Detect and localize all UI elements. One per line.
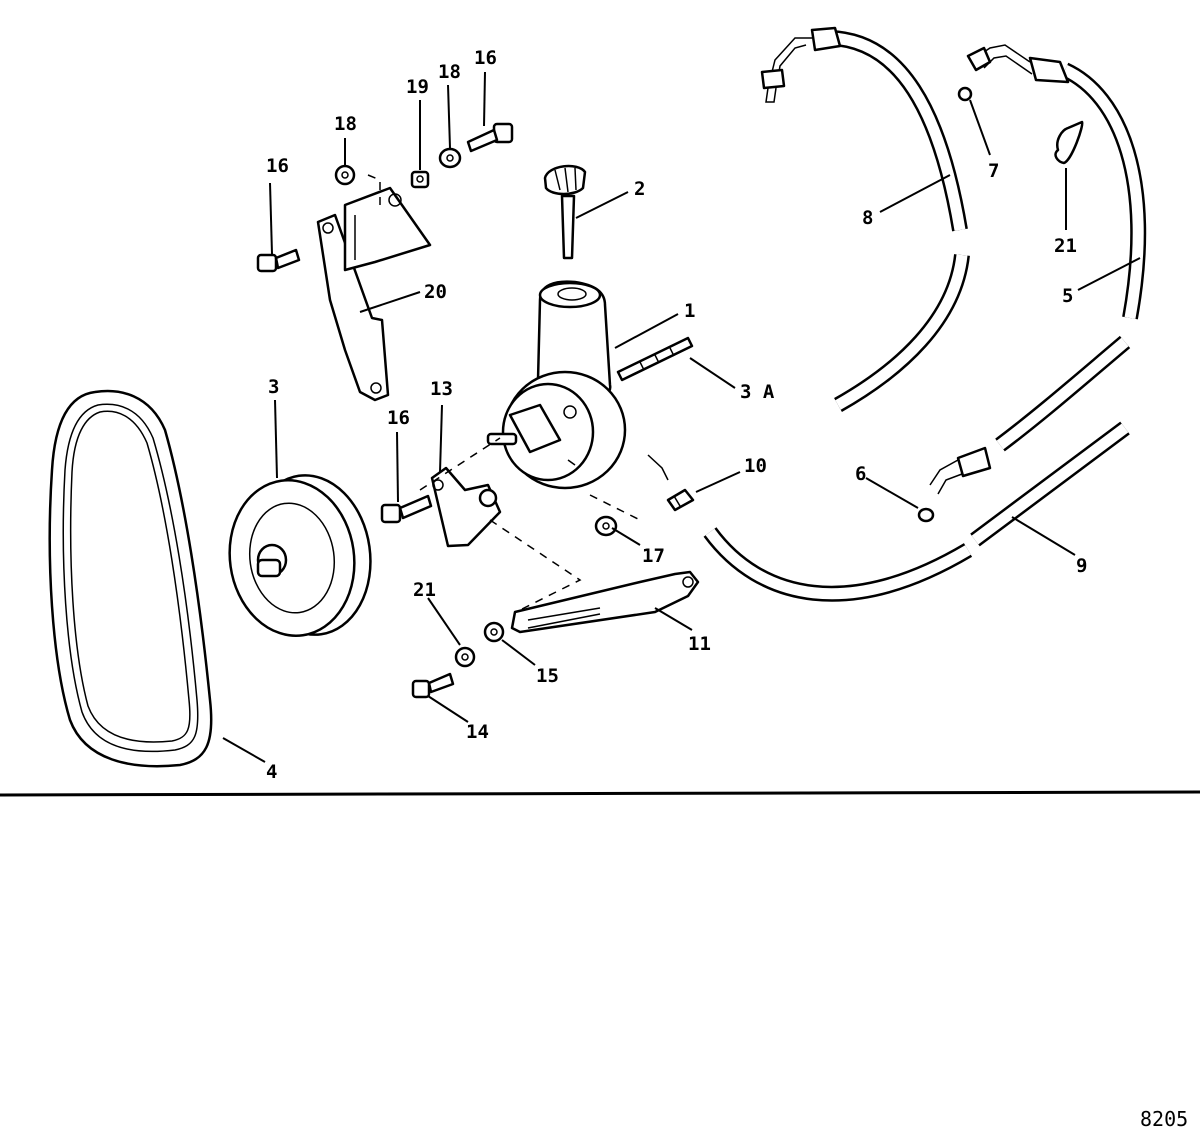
callout-18-left: 18	[334, 113, 357, 135]
nut-17	[594, 515, 618, 537]
callout-14: 14	[466, 721, 489, 743]
callout-8: 8	[862, 207, 873, 229]
callout-6: 6	[855, 463, 866, 485]
callout-labels: 1 2 3 3 A 4 5 6 7 8 9 10 11 13 14 15 16 …	[266, 47, 1087, 783]
callout-17: 17	[642, 545, 665, 567]
callout-18-right: 18	[438, 61, 461, 83]
callout-7: 7	[988, 160, 999, 182]
reservoir-cap-dipstick	[543, 164, 587, 260]
figure-number: 8205	[1140, 1107, 1188, 1131]
nut-21-lower	[454, 646, 476, 668]
callout-1: 1	[684, 300, 695, 322]
mounting-bracket	[316, 186, 432, 402]
drive-belt	[48, 389, 213, 768]
callout-16-middle: 16	[387, 407, 410, 429]
power-steering-pump	[486, 280, 669, 490]
fitting-10	[666, 488, 695, 512]
o-ring-6	[917, 507, 935, 523]
callout-21-upper: 21	[1054, 235, 1077, 257]
callout-3a: 3 A	[740, 381, 775, 403]
callout-4: 4	[266, 761, 277, 783]
callout-15: 15	[536, 665, 559, 687]
nut-19	[410, 170, 430, 189]
callout-11: 11	[688, 633, 711, 655]
callout-5: 5	[1062, 285, 1073, 307]
hose-clamp-21	[1054, 120, 1084, 165]
callout-3: 3	[268, 376, 279, 398]
leader-lines	[222, 71, 1141, 763]
bolt-16-middle	[380, 494, 433, 524]
hose-5-return	[929, 44, 1147, 495]
callout-19: 19	[406, 76, 429, 98]
callout-16-left: 16	[266, 155, 289, 177]
washer-18-right	[438, 147, 462, 169]
callout-20: 20	[424, 281, 447, 303]
callout-21-lower: 21	[413, 579, 436, 601]
fasteners	[256, 86, 1084, 699]
washer-15	[483, 621, 505, 643]
callout-2: 2	[634, 178, 645, 200]
bolt-16-top	[466, 122, 514, 153]
alignment-lines	[367, 174, 641, 611]
front-brace	[430, 466, 502, 548]
adjusting-brace	[510, 570, 700, 634]
separator-line	[0, 790, 1200, 797]
bolt-14	[411, 672, 455, 699]
o-ring-7	[957, 86, 973, 102]
stud	[616, 336, 694, 382]
hose-8-pressure	[760, 26, 970, 412]
bolt-16-left	[256, 248, 301, 273]
hose-9-cooler	[703, 421, 1130, 602]
washer-18-left	[334, 164, 356, 186]
callout-13: 13	[430, 378, 453, 400]
callout-10: 10	[744, 455, 767, 477]
pulley	[228, 474, 372, 637]
callout-16-top: 16	[474, 47, 497, 69]
callout-9: 9	[1076, 555, 1087, 577]
